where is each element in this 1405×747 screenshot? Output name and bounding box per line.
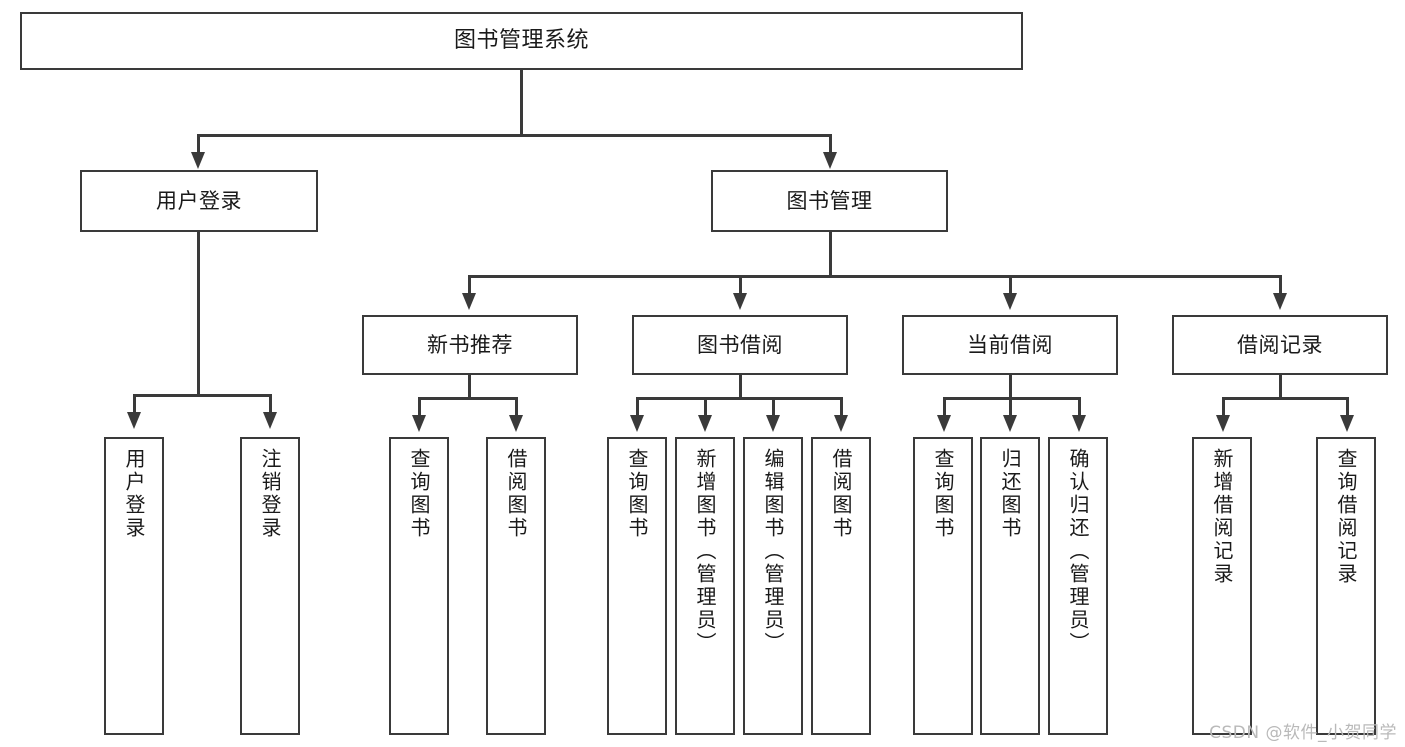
node-label: 借阅记录	[1237, 332, 1323, 357]
node-user-login[interactable]: 用户登录	[80, 170, 318, 232]
arrowhead-current-borrow	[1003, 293, 1017, 310]
node-label: 图书借阅	[697, 332, 783, 357]
node-label: 查询图书	[931, 448, 955, 540]
connector-drop-book-borrow	[739, 275, 742, 297]
connector-book-borrow-stem	[739, 375, 742, 399]
node-label: 借阅图书	[504, 448, 528, 540]
arrowhead-book-borrow-leaf-2	[698, 415, 712, 432]
connector-drop-current-borrow	[1009, 275, 1012, 297]
node-label: 归还图书	[998, 448, 1022, 540]
arrowhead-borrow-record-leaf-1	[1216, 415, 1230, 432]
leaf-user-login-logout[interactable]: 注销登录	[240, 437, 300, 735]
leaf-new-book-query[interactable]: 查询图书	[389, 437, 449, 735]
node-root-system[interactable]: 图书管理系统	[20, 12, 1023, 70]
connector-book-borrow-drop-1	[636, 397, 639, 419]
node-label: 查询借阅记录	[1334, 448, 1358, 586]
leaf-borrow-record-add[interactable]: 新增借阅记录	[1192, 437, 1252, 735]
node-label: 图书管理系统	[453, 28, 589, 54]
arrowhead-book-borrow-leaf-3	[766, 415, 780, 432]
connector-book-borrow-drop-2	[704, 397, 707, 419]
node-label: 查询图书	[625, 448, 649, 540]
arrowhead-new-book	[462, 293, 476, 310]
connector-drop-user-login	[197, 134, 200, 156]
node-label: 注销登录	[258, 448, 282, 540]
node-label: 当前借阅	[967, 332, 1053, 357]
connector-level2-bus	[197, 134, 831, 137]
arrowhead-borrow-record-leaf-2	[1340, 415, 1354, 432]
connector-user-login-stem	[197, 232, 200, 396]
leaf-current-borrow-return[interactable]: 归还图书	[980, 437, 1040, 735]
arrowhead-new-book-leaf-2	[509, 415, 523, 432]
arrowhead-book-borrow-leaf-1	[630, 415, 644, 432]
leaf-book-borrow-add[interactable]: 新增图书（管理员）	[675, 437, 735, 735]
leaf-current-borrow-query[interactable]: 查询图书	[913, 437, 973, 735]
connector-current-borrow-drop-2	[1009, 397, 1012, 419]
connector-book-borrow-drop-3	[772, 397, 775, 419]
arrowhead-book-borrow	[733, 293, 747, 310]
connector-borrow-record-drop-1	[1222, 397, 1225, 419]
node-current-borrow[interactable]: 当前借阅	[902, 315, 1118, 375]
connector-current-borrow-drop-3	[1078, 397, 1081, 419]
leaf-new-book-borrow[interactable]: 借阅图书	[486, 437, 546, 735]
node-book-management[interactable]: 图书管理	[711, 170, 948, 232]
node-label: 用户登录	[156, 188, 242, 213]
leaf-book-borrow-borrow[interactable]: 借阅图书	[811, 437, 871, 735]
arrowhead-new-book-leaf-1	[412, 415, 426, 432]
arrowhead-book-manage	[823, 152, 837, 169]
node-new-book-recommend[interactable]: 新书推荐	[362, 315, 578, 375]
connector-current-borrow-drop-1	[943, 397, 946, 419]
connector-current-borrow-stem	[1009, 375, 1012, 399]
arrowhead-user-login-leaf-2	[263, 412, 277, 429]
node-label: 图书管理	[786, 188, 873, 213]
leaf-book-borrow-edit[interactable]: 编辑图书（管理员）	[743, 437, 803, 735]
node-label: 确认归还（管理员）	[1066, 448, 1090, 655]
leaf-current-borrow-confirm-return[interactable]: 确认归还（管理员）	[1048, 437, 1108, 735]
connector-root-stem	[520, 70, 523, 136]
arrowhead-current-borrow-leaf-1	[937, 415, 951, 432]
arrowhead-user-login-leaf-1	[127, 412, 141, 429]
node-label: 新增借阅记录	[1210, 448, 1234, 586]
connector-level3-bus	[468, 275, 1280, 278]
connector-new-book-bus	[418, 397, 518, 400]
arrowhead-user-login	[191, 152, 205, 169]
connector-book-borrow-drop-4	[840, 397, 843, 419]
connector-drop-new-book	[468, 275, 471, 297]
node-label: 查询图书	[407, 448, 431, 540]
connector-new-book-drop-2	[515, 397, 518, 419]
arrowhead-book-borrow-leaf-4	[834, 415, 848, 432]
connector-book-management-stem	[829, 232, 832, 277]
connector-drop-borrow-record	[1279, 275, 1282, 297]
node-label: 借阅图书	[829, 448, 853, 540]
connector-book-borrow-bus	[636, 397, 843, 400]
csdn-watermark: CSDN @软件_小贺同学	[1209, 723, 1397, 743]
arrowhead-current-borrow-leaf-2	[1003, 415, 1017, 432]
leaf-user-login-login[interactable]: 用户登录	[104, 437, 164, 735]
arrowhead-borrow-record	[1273, 293, 1287, 310]
connector-borrow-record-drop-2	[1346, 397, 1349, 419]
node-label: 用户登录	[122, 448, 146, 540]
connector-user-login-drop-1	[133, 394, 136, 416]
arrowhead-current-borrow-leaf-3	[1072, 415, 1086, 432]
connector-borrow-record-bus	[1222, 397, 1348, 400]
node-label: 新书推荐	[427, 332, 513, 357]
node-borrow-record[interactable]: 借阅记录	[1172, 315, 1388, 375]
connector-borrow-record-stem	[1279, 375, 1282, 399]
leaf-book-borrow-query[interactable]: 查询图书	[607, 437, 667, 735]
leaf-borrow-record-query[interactable]: 查询借阅记录	[1316, 437, 1376, 735]
node-label: 编辑图书（管理员）	[761, 448, 785, 655]
node-label: 新增图书（管理员）	[693, 448, 717, 655]
node-book-borrow[interactable]: 图书借阅	[632, 315, 848, 375]
connector-user-login-bus	[133, 394, 269, 397]
connector-current-borrow-bus	[943, 397, 1080, 400]
connector-user-login-drop-2	[269, 394, 272, 416]
connector-new-book-stem	[468, 375, 471, 399]
connector-drop-book-manage	[829, 134, 832, 156]
connector-new-book-drop-1	[418, 397, 421, 419]
